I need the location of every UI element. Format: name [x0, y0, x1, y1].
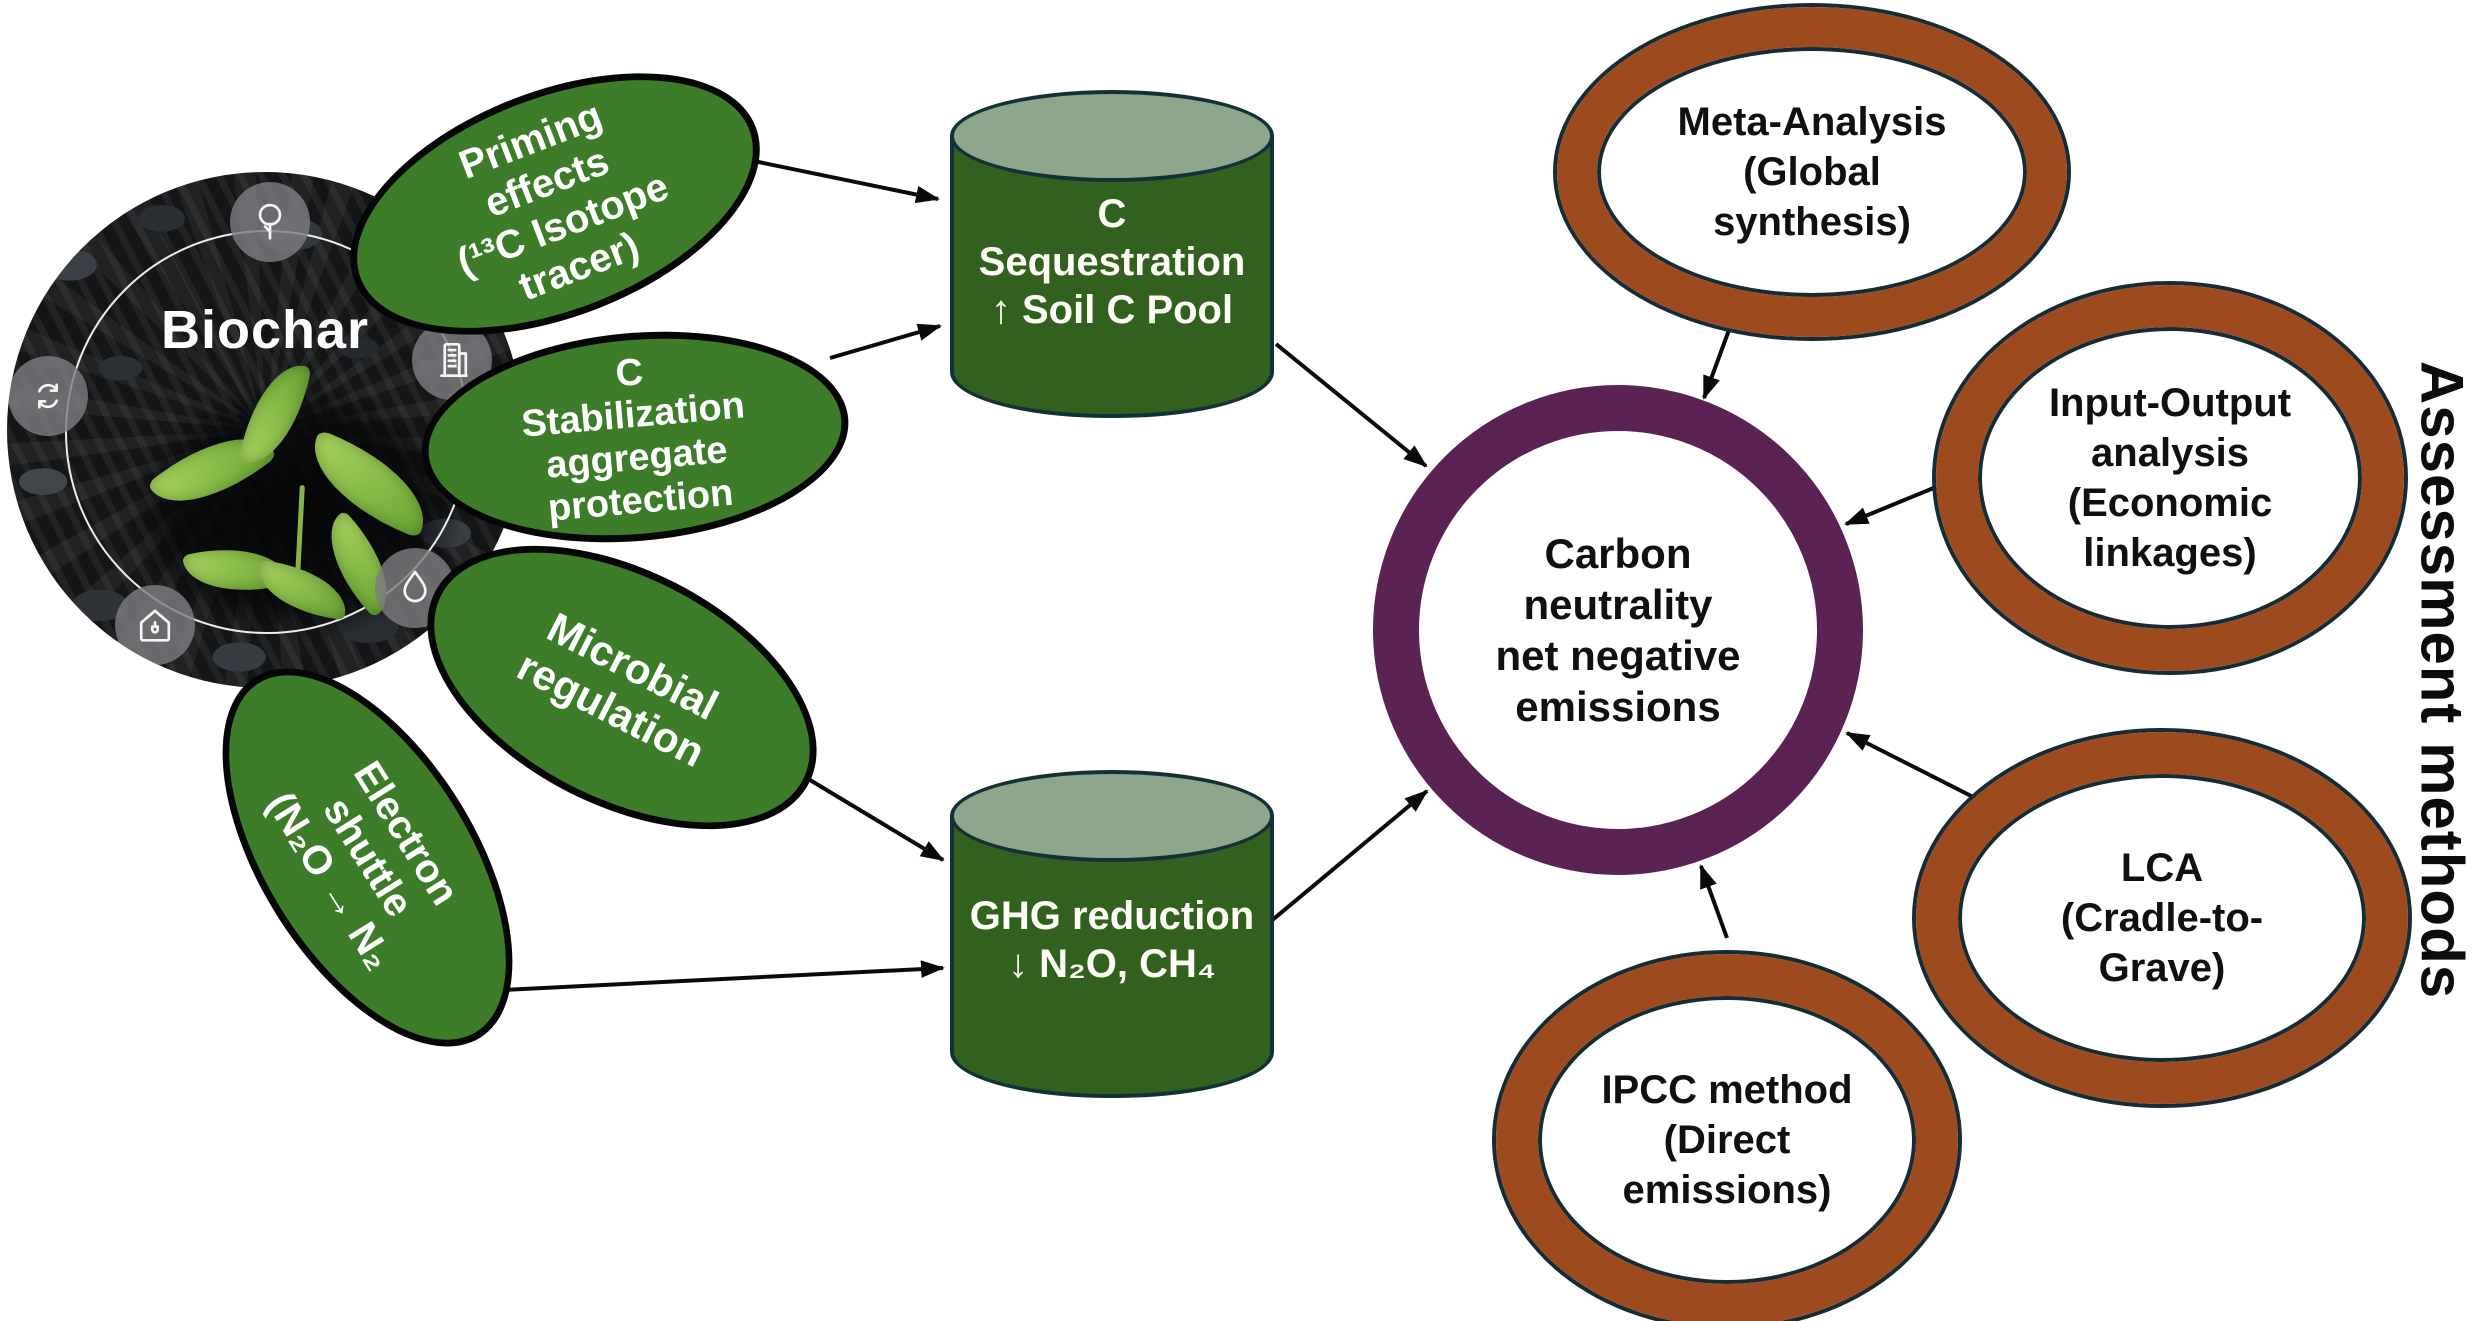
method-text-line: Meta-Analysis	[1677, 100, 1947, 144]
method-text-line: linkages)	[2083, 531, 2257, 575]
method-input-output-analysis: Input-Output analysis (Economic linkages…	[1936, 285, 2404, 671]
arrow-stabilization-to-sequestration	[829, 323, 942, 360]
arrow-meta-to-outcome	[1702, 329, 1731, 400]
outcome-text-line: net negative	[1495, 632, 1741, 679]
outcome-text-line: neutrality	[1523, 580, 1713, 628]
assessment-methods-axis-label: Assessment methods	[2408, 360, 2476, 1000]
method-text-line: analysis	[2091, 431, 2249, 475]
cylinder-body	[950, 816, 1274, 1098]
method-meta-analysis: Meta-Analysis (Global synthesis)	[1557, 7, 2067, 337]
outcome-text-line: Carbon	[1544, 529, 1692, 577]
pool-text-line: GHG reduction	[969, 894, 1255, 938]
cylinder-top	[950, 770, 1274, 862]
arrow-electron-to-ghg	[482, 960, 945, 993]
hub-label: Biochar	[160, 300, 370, 360]
cylinder-body	[950, 136, 1274, 418]
arrow-microbial-to-ghg	[788, 766, 945, 862]
method-text-line: (Economic	[2067, 481, 2273, 525]
arrow-lca-to-outcome	[1845, 731, 1984, 804]
method-ipcc: IPCC method (Direct emissions)	[1496, 954, 1958, 1321]
method-text-line: (Direct	[1663, 1118, 1791, 1162]
outcome-carbon-neutrality: Carbon neutrality net negative emissions	[1373, 385, 1863, 875]
pool-text-line: ↑ Soil C Pool	[990, 288, 1234, 332]
method-text-line: (Cradle-to-	[2060, 896, 2264, 940]
arrow-ipcc-to-outcome	[1699, 864, 1729, 939]
pool-c-sequestration: C Sequestration ↑ Soil C Pool	[950, 90, 1274, 422]
outcome-text-line: emissions	[1515, 683, 1721, 731]
pool-ghg-reduction: GHG reduction ↓ N₂O, CH₄	[950, 770, 1274, 1102]
tree-icon	[230, 182, 310, 262]
method-text-line: (Global	[1743, 150, 1881, 194]
method-text-line: synthesis)	[1713, 200, 1911, 244]
recycle-icon	[8, 356, 88, 436]
pool-text-line: Sequestration	[978, 240, 1246, 284]
method-text-line: emissions)	[1622, 1168, 1832, 1212]
eco-house-plug-icon	[115, 585, 195, 665]
method-text-line: Input-Output	[2048, 381, 2292, 425]
arrow-sequestration-to-outcome	[1274, 342, 1428, 468]
arrow-input-output-to-outcome	[1844, 485, 1937, 526]
arrow-ghg-to-outcome	[1268, 789, 1429, 924]
method-lca: LCA (Cradle-to- Grave)	[1916, 732, 2408, 1104]
method-text-line: Grave)	[2098, 946, 2226, 990]
method-text-line: IPCC method	[1601, 1068, 1853, 1112]
cylinder-top	[950, 90, 1274, 182]
pool-text-line: ↓ N₂O, CH₄	[1008, 942, 1216, 986]
method-text-line: LCA	[2120, 846, 2204, 890]
pool-text-line: C	[1097, 192, 1127, 236]
